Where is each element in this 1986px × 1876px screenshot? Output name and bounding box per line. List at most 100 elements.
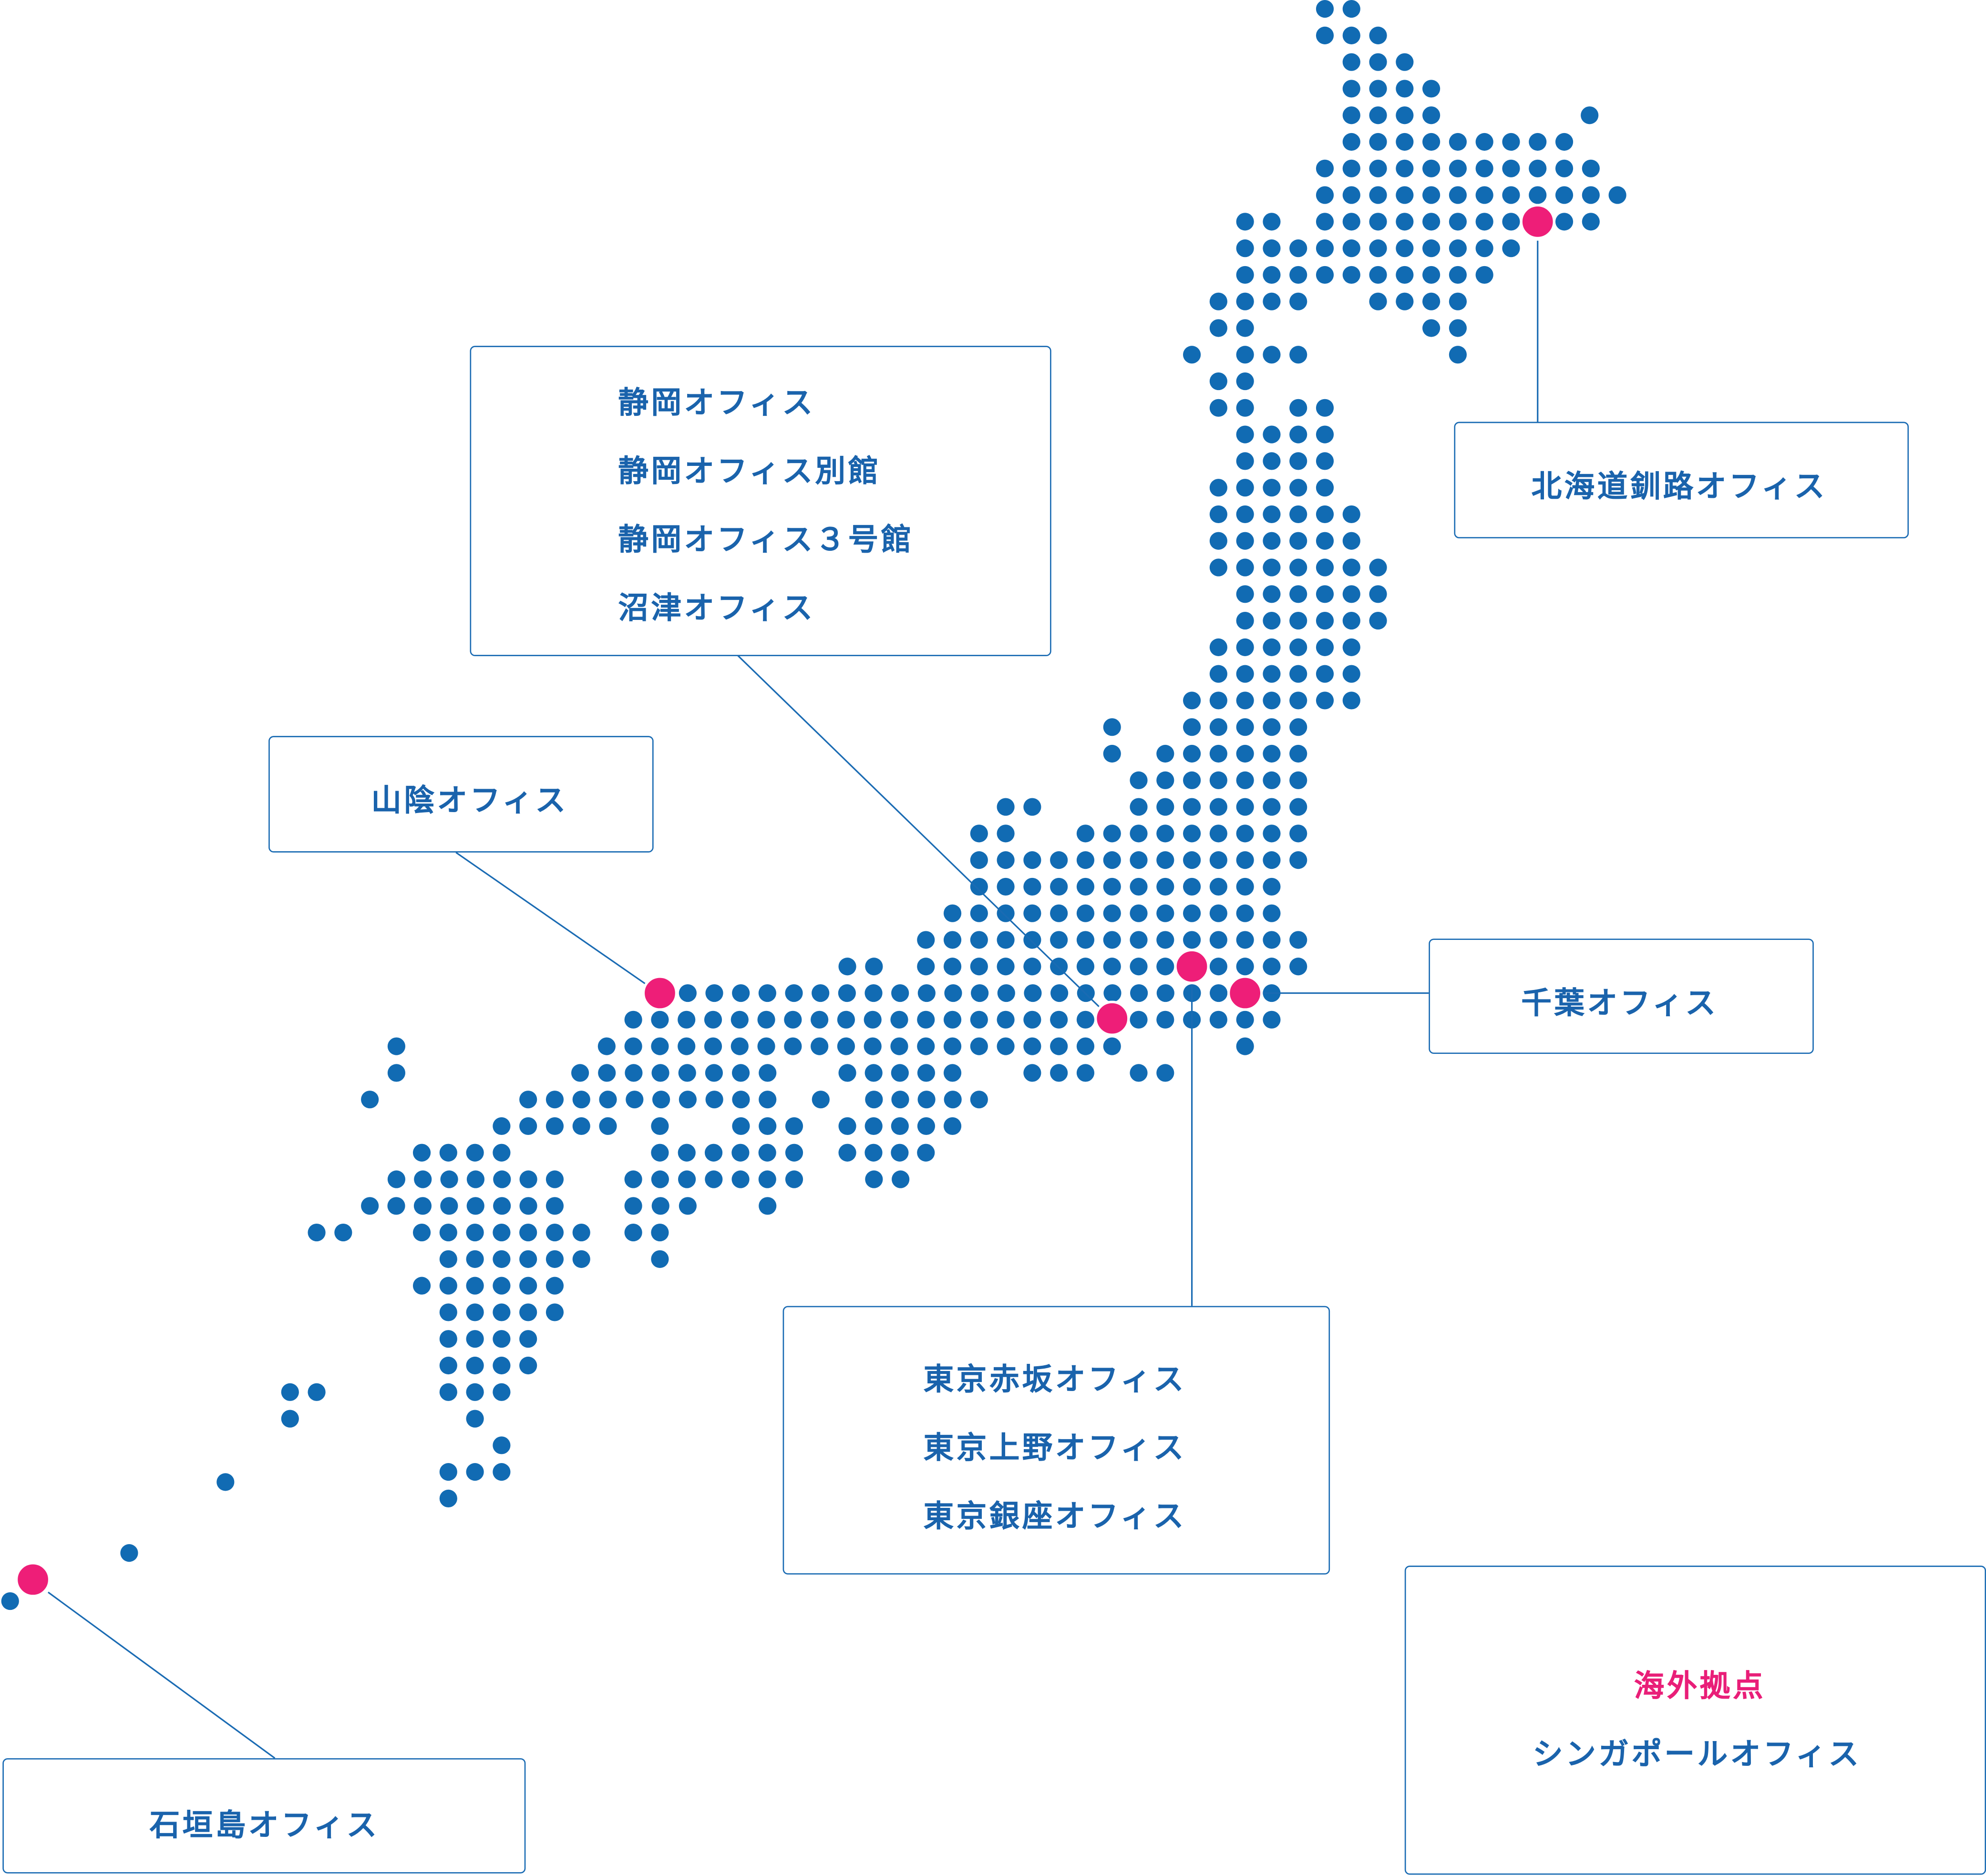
map-dot <box>308 1383 326 1401</box>
office-label[interactable]: 山陰オフィス <box>371 783 568 818</box>
map-dot <box>1342 505 1360 524</box>
map-dot <box>1369 239 1387 258</box>
map-dot <box>412 1277 431 1295</box>
map-dot <box>1183 771 1201 789</box>
map-dot <box>1289 425 1307 443</box>
office-label[interactable]: 東京赤坂オフィス <box>923 1361 1186 1397</box>
map-dot <box>1475 186 1493 204</box>
office-label[interactable]: 東京上野オフィス <box>923 1430 1186 1466</box>
map-dot <box>1369 213 1387 231</box>
map-dot <box>944 984 962 1002</box>
map-dot <box>545 1223 564 1242</box>
map-dot <box>1236 771 1254 789</box>
map-dot <box>545 1303 564 1321</box>
office-pin-chiba[interactable] <box>1227 975 1263 1011</box>
map-dot <box>1369 292 1387 310</box>
map-dot <box>997 825 1015 843</box>
map-dot <box>1316 213 1334 231</box>
map-dot <box>705 1091 723 1109</box>
map-dot <box>1236 877 1254 896</box>
map-dot <box>1369 266 1387 284</box>
map-dot <box>1449 346 1467 364</box>
map-dot <box>1103 851 1121 869</box>
map-dot <box>970 1037 988 1055</box>
map-dot <box>1236 931 1254 949</box>
map-dot <box>1023 1010 1041 1029</box>
map-dot <box>1156 825 1174 843</box>
map-dot <box>519 1170 537 1188</box>
map-dot <box>1236 1037 1254 1055</box>
office-label[interactable]: 静岡オフィス <box>618 385 815 421</box>
map-dot <box>891 1064 909 1082</box>
map-dot <box>651 1117 669 1135</box>
office-label[interactable]: 沼津オフィス <box>618 590 815 626</box>
map-dot <box>731 1064 750 1082</box>
map-dot <box>1289 851 1307 869</box>
map-dot <box>731 1144 750 1162</box>
map-dot <box>1316 558 1334 577</box>
map-dot <box>784 1010 802 1029</box>
office-pin-hokkaido[interactable] <box>1520 204 1555 240</box>
map-dot <box>439 1489 457 1507</box>
map-dot <box>1183 691 1201 710</box>
map-dot <box>1289 585 1307 603</box>
map-dot <box>1156 931 1174 949</box>
map-dot <box>1529 186 1547 204</box>
map-dot <box>1316 425 1334 443</box>
map-dot <box>1422 186 1441 204</box>
map-dot <box>519 1117 537 1135</box>
map-dot <box>1076 825 1095 843</box>
map-dot <box>1130 1064 1148 1082</box>
map-dot <box>1209 532 1227 550</box>
map-dot <box>1209 771 1227 789</box>
map-dot <box>892 1170 910 1188</box>
map-dot <box>1289 665 1307 683</box>
office-label[interactable]: 石垣島オフィス <box>149 1807 380 1843</box>
office-label[interactable]: 静岡オフィス３号館 <box>618 522 914 557</box>
map-dot <box>1103 744 1121 763</box>
map-dot <box>1342 0 1360 18</box>
office-label[interactable]: 東京銀座オフィス <box>923 1498 1186 1534</box>
map-dot <box>1289 479 1307 497</box>
office-pin-sanin[interactable] <box>642 975 678 1011</box>
office-pin-tokyo[interactable] <box>1174 948 1210 984</box>
map-dot <box>1076 851 1095 869</box>
map-dot <box>971 984 989 1002</box>
map-dot <box>678 1170 696 1188</box>
map-dot <box>1529 159 1547 177</box>
map-dot <box>917 931 935 949</box>
map-dot <box>1555 133 1574 151</box>
map-dot <box>414 1170 432 1188</box>
map-dot <box>838 1144 856 1162</box>
map-dot <box>1209 638 1227 656</box>
map-dot <box>997 1037 1015 1055</box>
map-dot <box>1289 718 1307 736</box>
map-dot <box>1316 266 1334 284</box>
map-dot <box>917 1037 935 1055</box>
overseas-offices-box: 海外拠点 シンガポールオフィス <box>1404 1566 1986 1875</box>
map-dot <box>1050 1064 1068 1082</box>
office-pin-ishigaki[interactable] <box>15 1562 51 1598</box>
map-dot <box>281 1383 299 1401</box>
office-label[interactable]: 静岡オフィス別館 <box>618 453 881 489</box>
office-label[interactable]: 北海道釧路オフィス <box>1531 468 1827 505</box>
map-dot <box>1183 825 1201 843</box>
map-dot <box>865 1170 883 1188</box>
map-dot <box>997 851 1015 869</box>
office-label[interactable]: 千葉オフィス <box>1521 985 1718 1021</box>
map-dot <box>865 958 883 976</box>
map-dot <box>1582 213 1600 231</box>
office-label[interactable]: シンガポールオフィス <box>1533 1736 1862 1773</box>
map-dot <box>997 1010 1015 1029</box>
map-dot <box>864 1117 883 1135</box>
map-dot <box>678 1144 696 1162</box>
shizuoka-offices-box: 静岡オフィス 静岡オフィス別館 静岡オフィス３号館 沼津オフィス <box>470 346 1051 656</box>
map-dot <box>571 1064 589 1082</box>
office-pin-shizuoka[interactable] <box>1094 1000 1130 1036</box>
map-dot <box>1263 825 1281 843</box>
map-dot <box>493 1170 511 1188</box>
map-dot <box>1316 26 1334 44</box>
map-dot <box>651 1250 669 1268</box>
map-dot <box>519 1197 537 1215</box>
map-dot <box>413 1197 432 1215</box>
